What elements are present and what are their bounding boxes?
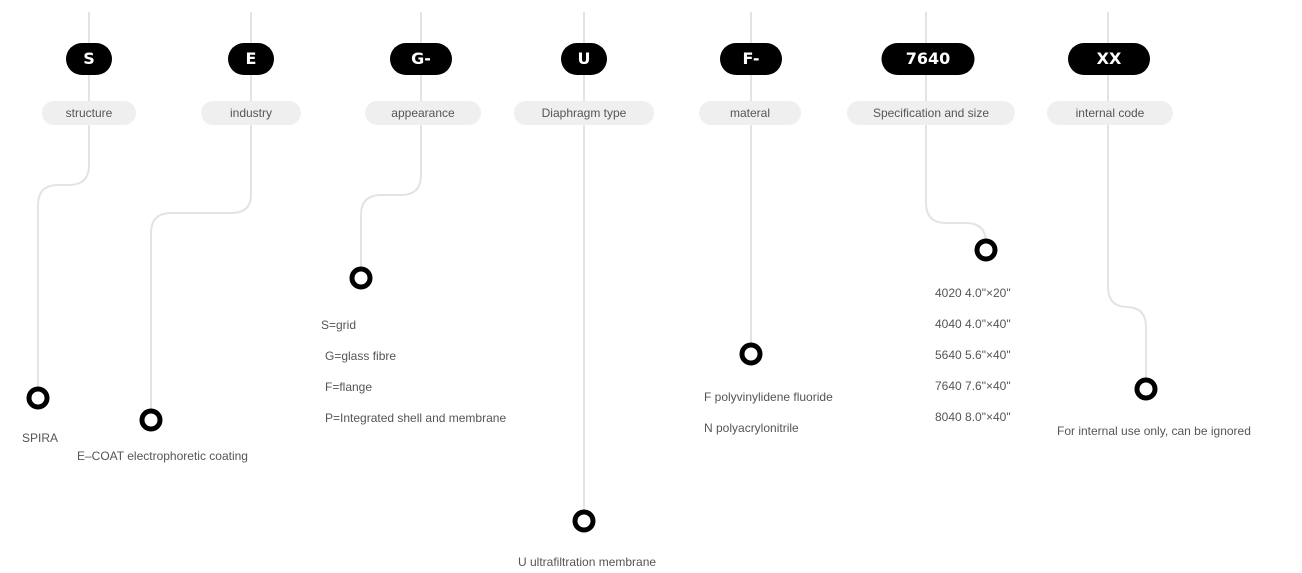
node-appearance xyxy=(349,266,373,290)
option-spec-3: 7640 7.6"×40" xyxy=(935,379,1011,393)
option-appearance-1: G=glass fibre xyxy=(325,349,397,363)
connector-industry xyxy=(150,12,252,412)
option-appearance-3: P=Integrated shell and membrane xyxy=(325,411,507,425)
code-badge-internal: XX xyxy=(1068,43,1150,75)
option-spec-2: 5640 5.6"×40" xyxy=(935,348,1011,362)
connector-internal xyxy=(1107,12,1147,381)
option-spec-0: 4020 4.0"×20" xyxy=(935,286,1011,300)
label-pill-internal: internal code xyxy=(1047,101,1173,125)
code-badge-structure: S xyxy=(66,43,112,75)
connector-appearance xyxy=(360,12,422,270)
node-internal xyxy=(1134,377,1158,401)
node-structure xyxy=(26,386,50,410)
option-structure-0: SPIRA xyxy=(22,431,59,445)
option-material-0: F polyvinylidene fluoride xyxy=(704,390,833,404)
connector-structure xyxy=(37,12,90,390)
label-pill-appearance: appearance xyxy=(365,101,481,125)
option-internal-0: For internal use only, can be ignored xyxy=(1057,424,1251,438)
code-badge-diaphragm: U xyxy=(561,43,607,75)
label-pill-industry: industry xyxy=(201,101,301,125)
code-badge-material: F- xyxy=(720,43,782,75)
option-material-1: N polyacrylonitrile xyxy=(704,421,799,435)
code-badge-spec: 7640 xyxy=(881,43,975,75)
option-appearance-2: F=flange xyxy=(325,380,373,394)
label-pill-material: materal xyxy=(699,101,801,125)
option-industry-0: E–COAT electrophoretic coating xyxy=(77,449,248,463)
code-badge-appearance: G- xyxy=(390,43,452,75)
label-pill-diaphragm: Diaphragm type xyxy=(514,101,654,125)
label-pill-spec: Specification and size xyxy=(847,101,1015,125)
option-appearance-0: S=grid xyxy=(321,318,357,332)
node-spec xyxy=(974,238,998,262)
node-industry xyxy=(139,408,163,432)
option-spec-4: 8040 8.0"×40" xyxy=(935,410,1011,424)
connector-spec xyxy=(925,12,987,244)
label-pill-structure: structure xyxy=(42,101,136,125)
option-spec-1: 4040 4.0"×40" xyxy=(935,317,1011,331)
code-badge-industry: E xyxy=(228,43,274,75)
option-diaphragm-0: U ultrafiltration membrane xyxy=(518,555,657,569)
node-diaphragm xyxy=(572,509,596,533)
node-material xyxy=(739,342,763,366)
